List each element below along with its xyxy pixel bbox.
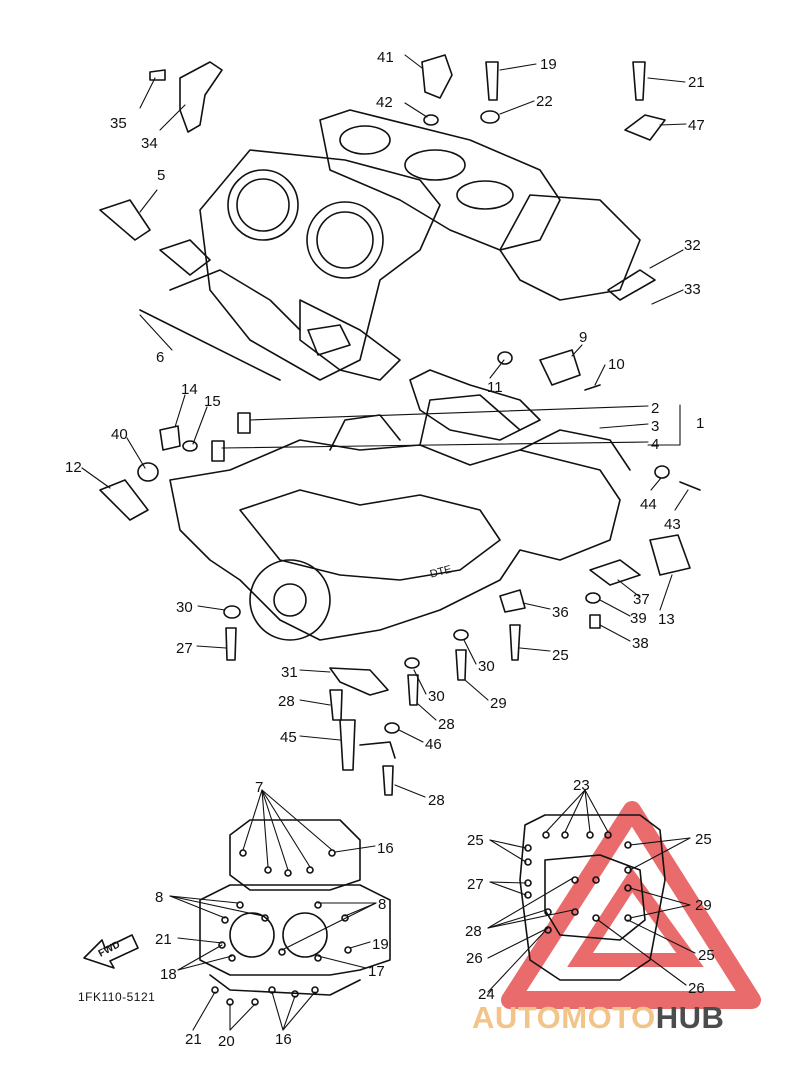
callout-label: 30 bbox=[478, 658, 495, 675]
callout-label: 38 bbox=[632, 635, 649, 652]
callout-label: 36 bbox=[552, 604, 569, 621]
callout-label: 15 bbox=[204, 393, 221, 410]
callout-label: 3 bbox=[651, 418, 660, 435]
callout-label: 33 bbox=[684, 281, 701, 298]
callout-label: 28 bbox=[438, 716, 455, 733]
callout-label: 28 bbox=[465, 923, 482, 940]
bolt-pattern-leaders bbox=[169, 789, 696, 1031]
callout-label: 37 bbox=[633, 591, 650, 608]
callout-label: 42 bbox=[376, 94, 393, 111]
callout-label: 25 bbox=[467, 832, 484, 849]
callout-label: 8 bbox=[155, 889, 164, 906]
callout-label: 40 bbox=[111, 426, 128, 443]
callout-label: 27 bbox=[176, 640, 193, 657]
callout-label: 29 bbox=[490, 695, 507, 712]
callout-label: 41 bbox=[377, 49, 394, 66]
watermark-triangle bbox=[501, 801, 761, 1009]
callout-label: 6 bbox=[156, 349, 165, 366]
callout-label: 28 bbox=[278, 693, 295, 710]
callout-label: 22 bbox=[536, 93, 553, 110]
fwd-arrow-icon bbox=[83, 934, 139, 969]
callout-label: 5 bbox=[157, 167, 166, 184]
callout-label: 21 bbox=[155, 931, 172, 948]
callout-label: 31 bbox=[281, 664, 298, 681]
callout-label: 2 bbox=[651, 400, 660, 417]
callout-label: 12 bbox=[65, 459, 82, 476]
callout-label: 21 bbox=[185, 1031, 202, 1048]
callout-label: 24 bbox=[478, 986, 495, 1003]
callout-label: 32 bbox=[684, 237, 701, 254]
callout-label: 30 bbox=[428, 688, 445, 705]
upper-case-bolt-pattern bbox=[199, 819, 391, 1006]
callout-label: 20 bbox=[218, 1033, 235, 1050]
upper-crankcase bbox=[159, 109, 641, 441]
callout-label: 9 bbox=[579, 329, 588, 346]
callout-label: 45 bbox=[280, 729, 297, 746]
callout-label: 27 bbox=[467, 876, 484, 893]
callout-label: 39 bbox=[630, 610, 647, 627]
watermark-part1: AUTOMOTO bbox=[472, 1000, 656, 1035]
callout-label: 19 bbox=[540, 56, 557, 73]
callout-label: 25 bbox=[698, 947, 715, 964]
callout-label: 17 bbox=[368, 963, 385, 980]
callout-label: 4 bbox=[651, 436, 660, 453]
callout-label: 25 bbox=[695, 831, 712, 848]
callout-label: 23 bbox=[573, 777, 590, 794]
small-parts bbox=[99, 54, 701, 796]
callout-label: 43 bbox=[664, 516, 681, 533]
lower-crankcase bbox=[169, 394, 631, 641]
diagram-code: 1FK110-5121 bbox=[78, 990, 156, 1004]
callout-label: 26 bbox=[466, 950, 483, 967]
callout-label: 29 bbox=[695, 897, 712, 914]
callout-label: 21 bbox=[688, 74, 705, 91]
callout-label: 1 bbox=[696, 415, 705, 432]
callout-label: 16 bbox=[377, 840, 394, 857]
callout-label: 34 bbox=[141, 135, 158, 152]
callout-label: 14 bbox=[181, 381, 198, 398]
callout-label: 35 bbox=[110, 115, 127, 132]
callout-label: 28 bbox=[428, 792, 445, 809]
callout-label: 30 bbox=[176, 599, 193, 616]
callout-label: 11 bbox=[487, 379, 503, 396]
callout-label: 25 bbox=[552, 647, 569, 664]
lower-case-bolt-pattern bbox=[519, 814, 666, 981]
leader-lines bbox=[81, 54, 689, 798]
callout-label: 16 bbox=[275, 1031, 292, 1048]
callout-label: 13 bbox=[658, 611, 675, 628]
callout-label: 7 bbox=[255, 779, 264, 796]
watermark-logo: AUTOMOTOHUB bbox=[472, 1000, 724, 1036]
callout-label: 26 bbox=[688, 980, 705, 997]
callout-label: 10 bbox=[608, 356, 625, 373]
callout-label: 47 bbox=[688, 117, 705, 134]
callout-label: 46 bbox=[425, 736, 442, 753]
callout-label: 19 bbox=[372, 936, 389, 953]
callout-label: 18 bbox=[160, 966, 177, 983]
watermark-part2: HUB bbox=[655, 1000, 725, 1035]
callout-label: 8 bbox=[378, 896, 387, 913]
callout-label: 44 bbox=[640, 496, 657, 513]
